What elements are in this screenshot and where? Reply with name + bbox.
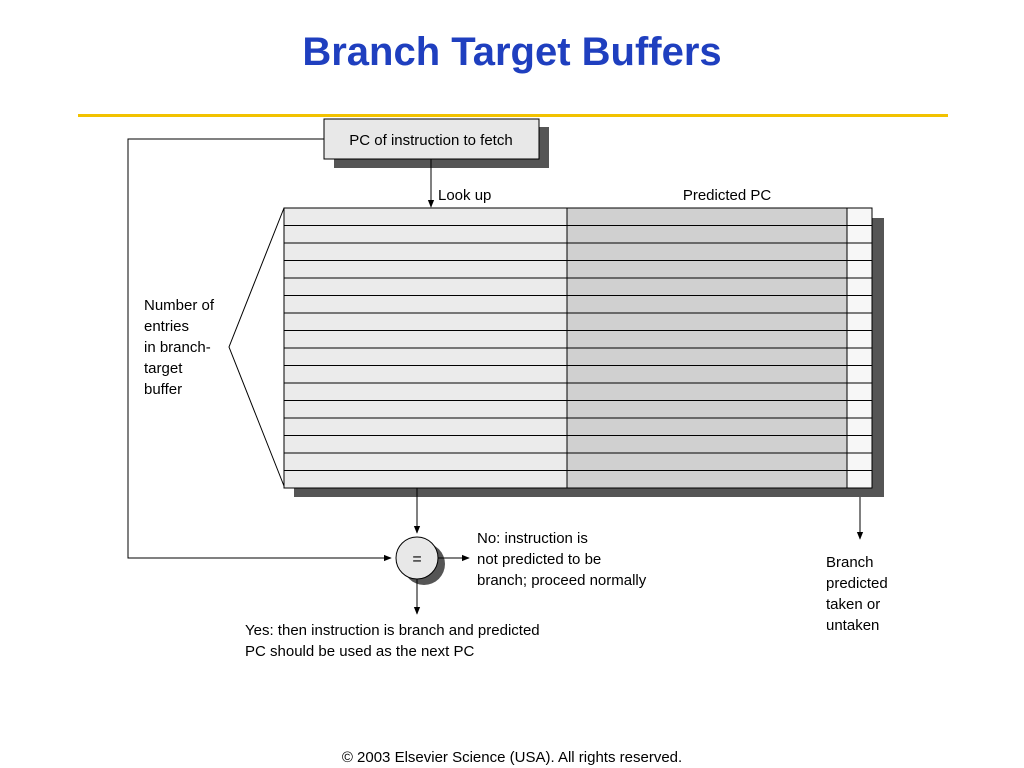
btb-diagram: PC of instruction to fetch Look up Predi…: [127, 118, 892, 660]
entries-brace: [228, 207, 285, 487]
pc-feedback-line: [127, 138, 392, 562]
slide-title: Branch Target Buffers: [302, 30, 722, 74]
no-label: No: instruction is not predicted to be b…: [477, 530, 647, 589]
lookup-label: Look up: [438, 187, 491, 204]
title-divider: [78, 114, 948, 117]
compare-symbol: =: [412, 551, 421, 568]
pc-box: PC of instruction to fetch: [323, 118, 549, 168]
yes-label: Yes: then instruction is branch and pred…: [245, 622, 544, 660]
pc-box-label: PC of instruction to fetch: [349, 132, 512, 149]
copyright-footer: © 2003 Elsevier Science (USA). All right…: [341, 749, 683, 766]
buffer-rows: [284, 225, 872, 471]
branch-label: Branch predicted taken or untaken: [826, 554, 892, 634]
buffer-table: [283, 207, 884, 497]
compare-node: =: [395, 536, 445, 585]
predicted-pc-label: Predicted PC: [683, 187, 772, 204]
entries-label: Number of entries in branch- target buff…: [144, 297, 218, 398]
